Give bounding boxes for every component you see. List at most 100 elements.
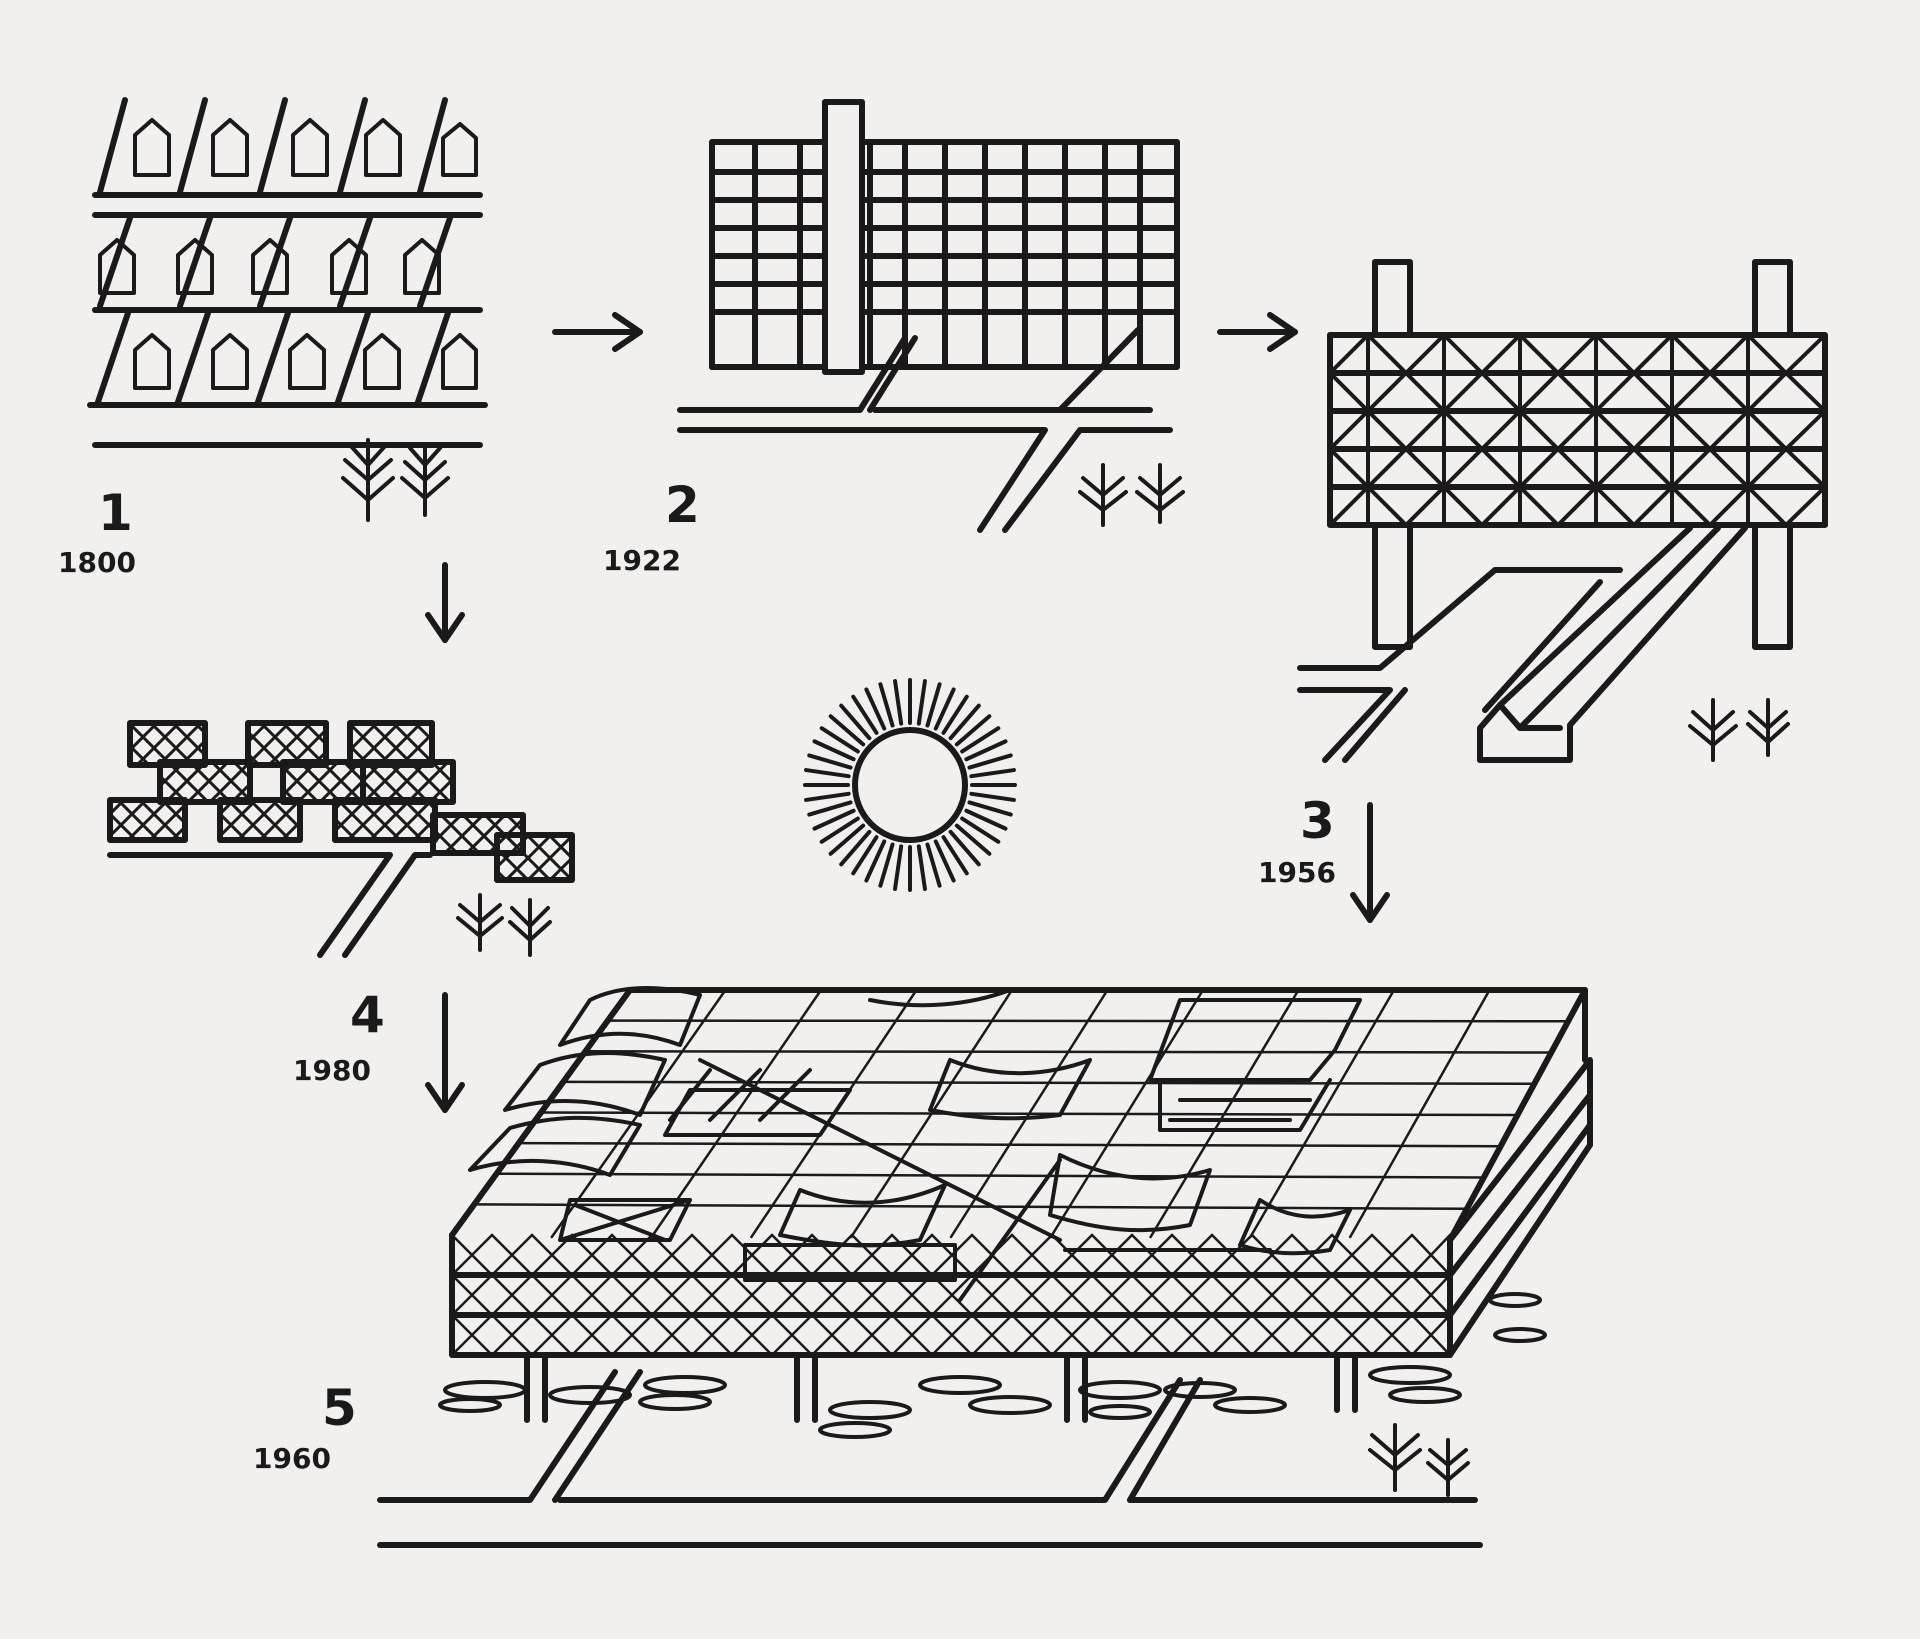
sun-ray bbox=[851, 694, 879, 735]
bracing-line bbox=[1050, 1313, 1094, 1357]
bracing-line bbox=[1330, 1273, 1374, 1317]
stage-1-trees bbox=[341, 438, 450, 522]
sun-ray bbox=[807, 753, 853, 770]
bracing-line bbox=[1090, 1313, 1134, 1357]
bracing-line bbox=[730, 1313, 774, 1357]
stage-3-number: 3 bbox=[1300, 792, 1335, 850]
stage-4-year: 1980 bbox=[293, 1054, 371, 1087]
bracing-line bbox=[490, 1273, 534, 1317]
bracing-line bbox=[1010, 1313, 1054, 1357]
bracing-line bbox=[1330, 1313, 1374, 1357]
sun-ray bbox=[954, 714, 992, 747]
bracing-line bbox=[1330, 1233, 1374, 1277]
stage-5-shadows bbox=[438, 1292, 1547, 1439]
sun-ray bbox=[812, 739, 856, 762]
sun-ray bbox=[960, 816, 1001, 844]
sun-ray bbox=[941, 694, 969, 735]
bracing-line bbox=[450, 1273, 494, 1317]
stage-5-roads bbox=[377, 1369, 1483, 1548]
arrow-4-to-5 bbox=[425, 992, 465, 1113]
bracing-line bbox=[490, 1313, 534, 1357]
bracing-line bbox=[890, 1313, 934, 1357]
bracing-line bbox=[490, 1233, 534, 1277]
bracing-line bbox=[450, 1233, 494, 1277]
sun-ray bbox=[819, 726, 860, 754]
bracing-line bbox=[650, 1313, 694, 1357]
stage-2-facade-grid bbox=[709, 99, 1180, 375]
bracing-line bbox=[1130, 1233, 1174, 1277]
sun-ray bbox=[916, 679, 927, 726]
bracing-line bbox=[1290, 1313, 1334, 1357]
stage-5-number: 5 bbox=[322, 1379, 357, 1437]
stage-1-houses bbox=[98, 118, 478, 390]
stage-3-year: 1956 bbox=[1258, 856, 1336, 889]
stage-labels: 1 1800 2 1922 3 1956 4 1980 5 1960 bbox=[58, 476, 1336, 1475]
stage-4-cluster-blocks bbox=[107, 720, 575, 958]
bracing-line bbox=[1010, 1273, 1054, 1317]
stage-5-main-volume bbox=[449, 987, 1593, 1358]
stage-5-roof-modules bbox=[468, 986, 1362, 1302]
sun-ray bbox=[878, 842, 895, 888]
stage-2-trees bbox=[1078, 463, 1185, 527]
bracing-line bbox=[1250, 1273, 1294, 1317]
bracing-line bbox=[1210, 1273, 1254, 1317]
bracing-line bbox=[1050, 1273, 1094, 1317]
bracing-line bbox=[1090, 1273, 1134, 1317]
stage-1-row-houses bbox=[87, 97, 488, 522]
sun-ray bbox=[954, 823, 992, 856]
bracing-line bbox=[610, 1313, 654, 1357]
bracing-line bbox=[1130, 1273, 1174, 1317]
sun-ray bbox=[967, 753, 1013, 770]
roof-grid-line bbox=[1149, 988, 1300, 1239]
bracing-line bbox=[1370, 1233, 1414, 1277]
roof-grid-line bbox=[1049, 988, 1205, 1239]
bracing-line bbox=[1170, 1313, 1214, 1357]
roof-grid-line bbox=[1348, 988, 1491, 1239]
stage-4-roads bbox=[107, 852, 433, 958]
stage-5-year: 1960 bbox=[253, 1442, 331, 1475]
sun-ray bbox=[969, 768, 1016, 779]
bracing-line bbox=[1290, 1273, 1334, 1317]
bracing-line bbox=[530, 1273, 574, 1317]
stage-4-trees bbox=[456, 893, 552, 957]
bracing-line bbox=[1370, 1273, 1414, 1317]
bracing-line bbox=[650, 1233, 694, 1277]
sun-ray bbox=[864, 839, 887, 883]
stage-3-space-frame bbox=[1297, 259, 1828, 763]
bracing-line bbox=[970, 1273, 1014, 1317]
bracing-line bbox=[450, 1313, 494, 1357]
sun-ray bbox=[812, 808, 856, 831]
bracing-line bbox=[730, 1233, 774, 1277]
bracing-line bbox=[970, 1313, 1014, 1357]
sun-ray bbox=[851, 835, 879, 876]
stage-2-roads bbox=[677, 327, 1173, 533]
sun-ray bbox=[893, 844, 904, 891]
sun-ray bbox=[964, 808, 1008, 831]
stage-2-year: 1922 bbox=[603, 544, 681, 577]
stage-3-trees bbox=[1688, 698, 1790, 762]
bracing-line bbox=[1410, 1313, 1452, 1357]
arrow-3-to-5 bbox=[1350, 802, 1390, 923]
stage-3-roads bbox=[1297, 525, 1748, 763]
sun-ray bbox=[933, 687, 956, 731]
bracing-line bbox=[1010, 1233, 1054, 1277]
sun-ray bbox=[948, 703, 981, 741]
bracing-line bbox=[850, 1233, 894, 1277]
roof-grid-line bbox=[650, 988, 823, 1239]
bracing-line bbox=[650, 1273, 694, 1317]
sun-ray bbox=[969, 791, 1016, 802]
stage-1-year: 1800 bbox=[58, 546, 136, 579]
roof-grid-line bbox=[1249, 988, 1396, 1239]
roof-grid-line bbox=[949, 988, 1109, 1239]
roof-grid-line bbox=[849, 988, 1014, 1239]
bracing-line bbox=[690, 1313, 734, 1357]
sun-ray bbox=[819, 816, 860, 844]
sun-ray bbox=[967, 800, 1013, 817]
bracing-line bbox=[1290, 1233, 1334, 1277]
bracing-line bbox=[1170, 1273, 1214, 1317]
sun-ray bbox=[916, 844, 927, 891]
bracing-line bbox=[770, 1313, 814, 1357]
arrow-1-to-2 bbox=[552, 312, 643, 352]
